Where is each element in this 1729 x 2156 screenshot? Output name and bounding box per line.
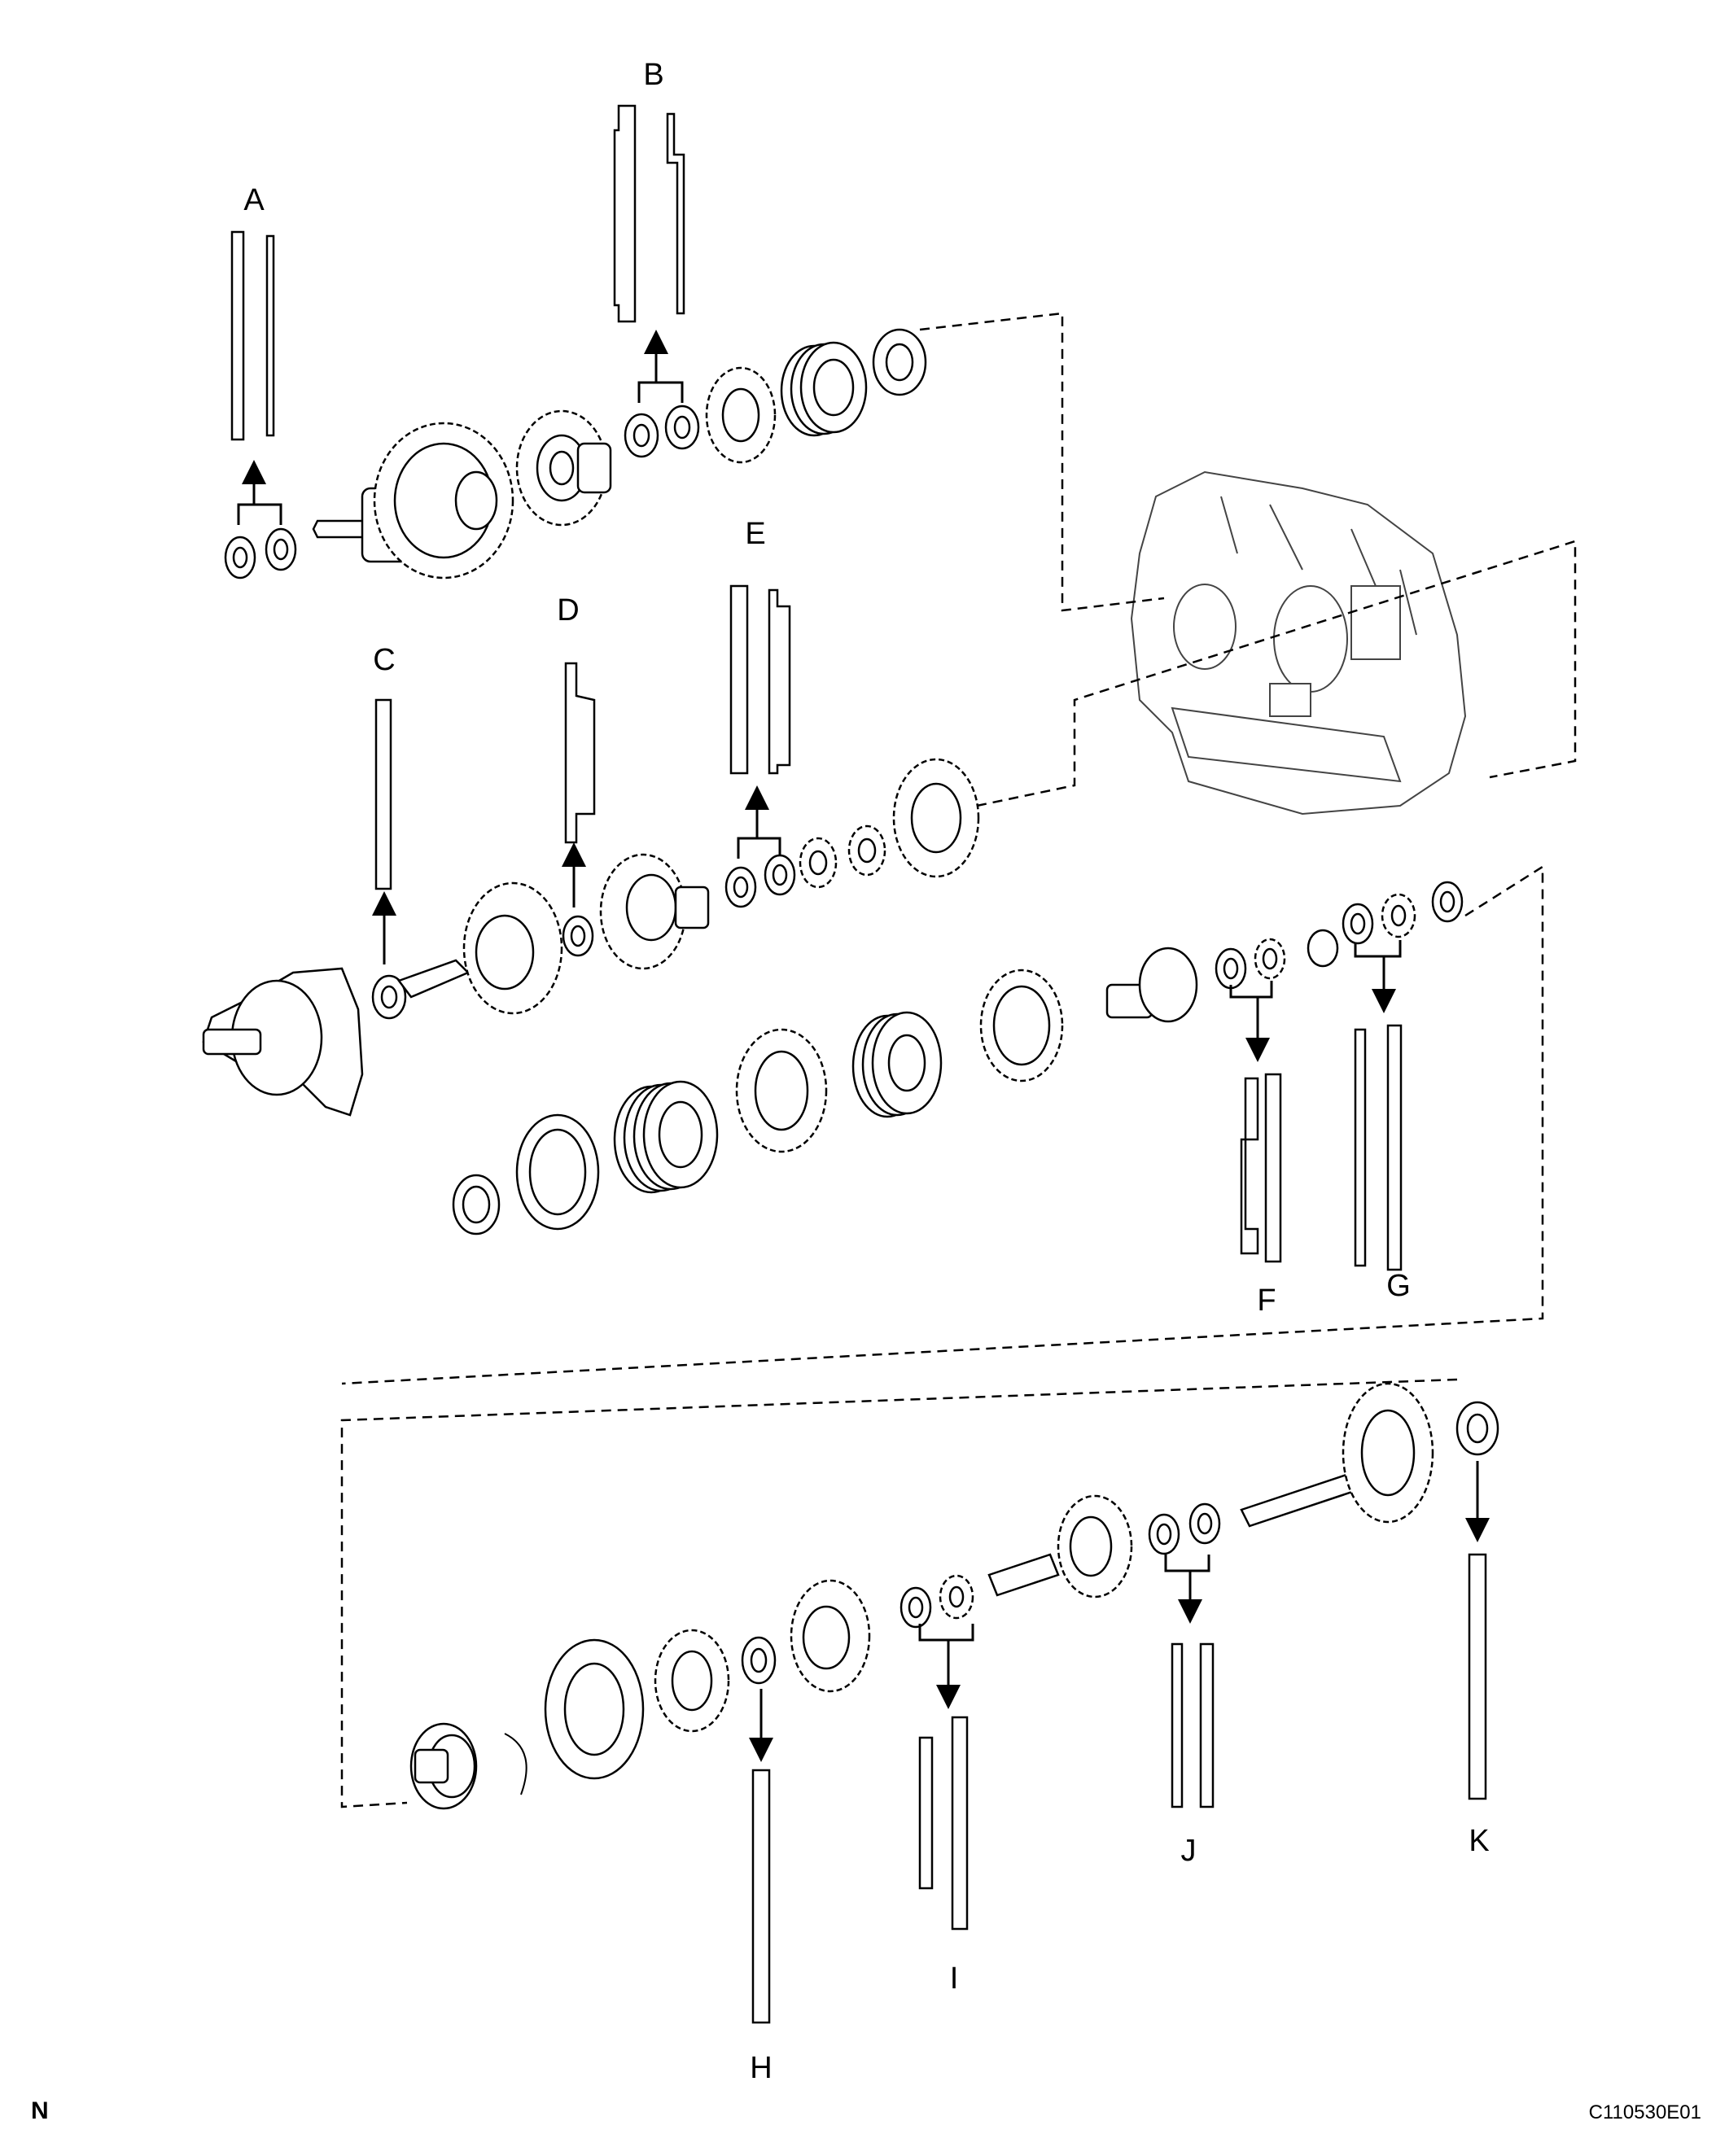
callout-g: G <box>1386 1269 1411 1303</box>
callout-f: F <box>1257 1284 1276 1318</box>
callout-i: I <box>950 1961 959 1996</box>
row3-parts <box>452 881 1464 1271</box>
callout-d: D <box>557 593 579 628</box>
north-marker: N <box>31 2097 49 2124</box>
callout-e: E <box>745 517 765 551</box>
row2-parts <box>202 584 980 1117</box>
assembly-guide-lines <box>340 312 1577 1808</box>
callout-h: H <box>750 2051 772 2085</box>
callout-b: B <box>643 58 663 92</box>
callout-k: K <box>1469 1824 1489 1858</box>
callout-c: C <box>373 643 395 677</box>
row4-parts <box>409 1382 1499 2024</box>
callout-a: A <box>243 183 265 217</box>
transaxle-case <box>1130 470 1467 816</box>
figure-code: C110530E01 <box>1589 2101 1701 2123</box>
row1-parts <box>224 104 927 579</box>
callout-j: J <box>1181 1834 1197 1868</box>
